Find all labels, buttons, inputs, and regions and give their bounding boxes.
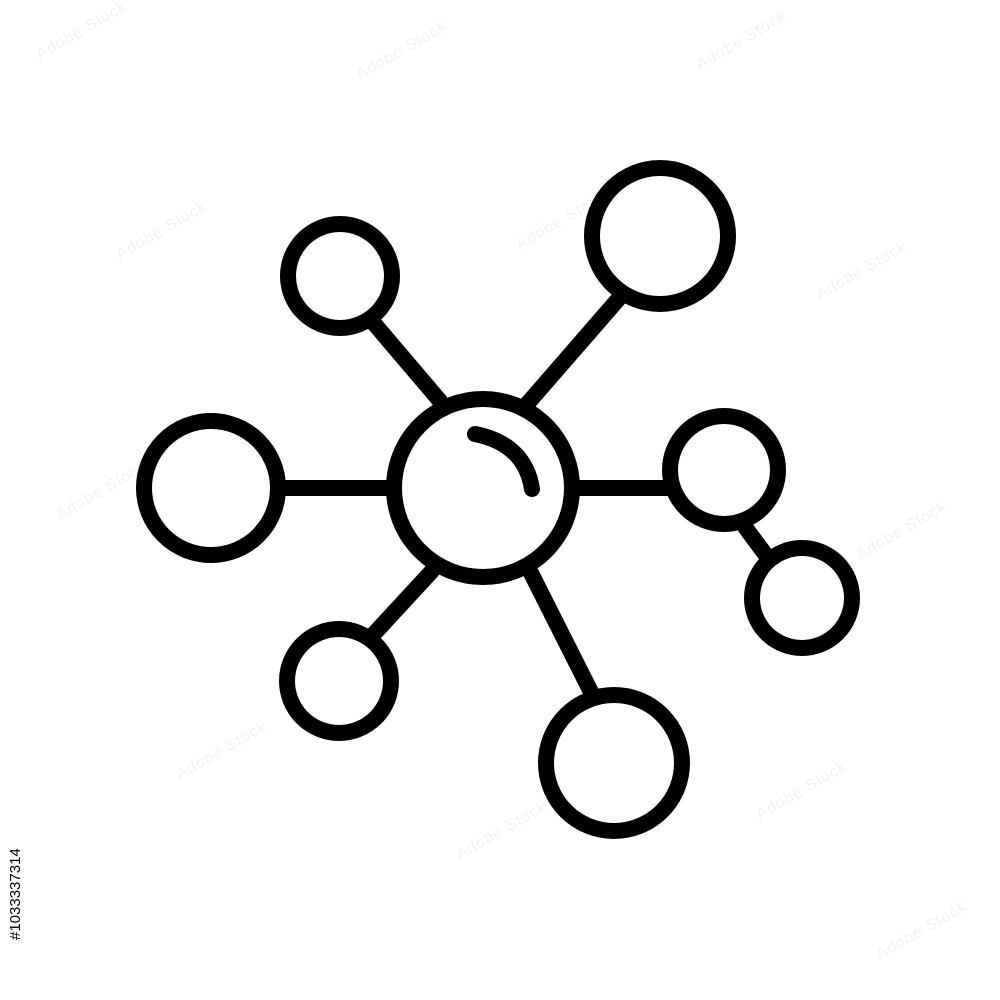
node-right-chain: [744, 540, 860, 656]
connector-bottom-left: [364, 563, 440, 644]
connector-bottom: [523, 565, 600, 702]
hub-highlight-arc: [467, 426, 540, 497]
connector-top-left: [364, 313, 448, 409]
watermark-text: Adobe Stock: [54, 458, 151, 524]
connector-top-right: [520, 288, 629, 411]
connector-right-chain: [737, 519, 776, 566]
watermark-text: Adobe Stock: [754, 758, 851, 824]
node-group: [136, 160, 860, 839]
node-bottom: [538, 687, 690, 839]
watermark-text: Adobe Stock: [174, 718, 271, 784]
watermark-text: Adobe Stock: [874, 898, 971, 964]
node-left: [136, 413, 286, 563]
node-top-left: [280, 216, 400, 336]
watermark-text: Adobe Stock: [814, 238, 911, 304]
watermark-text: Adobe Stock: [354, 18, 451, 84]
node-right: [662, 408, 786, 532]
watermark-text: Adobe Stock: [454, 798, 551, 864]
watermark-text: Adobe Stock: [854, 498, 951, 564]
watermark-text: Adobe Stock: [694, 8, 791, 74]
node-top-right: [584, 160, 736, 312]
watermark-text: Adobe Stock: [114, 198, 211, 264]
hub-node: [386, 391, 580, 585]
node-bottom-left: [279, 621, 399, 741]
stock-id-label: #1033337314: [7, 848, 24, 940]
connector-group: [277, 288, 776, 702]
watermark-text: Adobe Stock: [34, 0, 131, 63]
